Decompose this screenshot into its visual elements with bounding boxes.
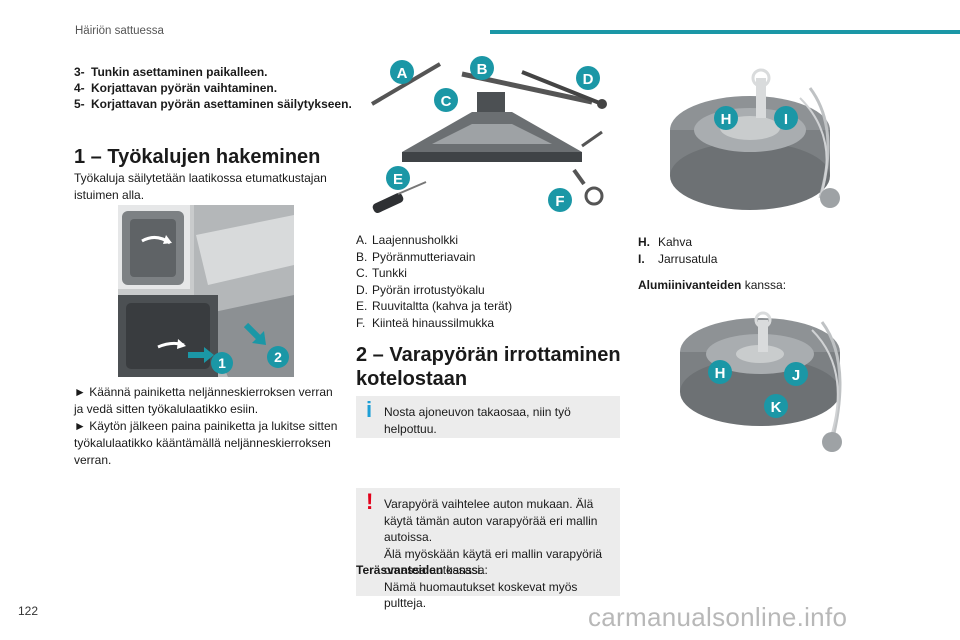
svg-text:H: H [715,365,726,382]
section2-title: 2 – Varapyörän irrottaminen kotelostaan [356,344,621,390]
figure-label-c: C [434,88,458,112]
list-item: C.Tunkki [356,266,407,280]
step-item: 3- Tunkin asettaminen paikalleen. [74,64,354,80]
list-item: E.Ruuvitaltta (kahva ja terät) [356,299,513,313]
list-item: D.Pyörän irrotustyökalu [356,282,485,297]
figure-label-f: F [548,188,572,212]
svg-text:K: K [771,399,782,416]
svg-text:B: B [477,61,488,78]
section1-title: 1 – Työkalujen hakeminen [74,146,321,168]
figure-label-j: J [784,362,808,386]
figure-label-k: K [764,394,788,418]
step-text: Korjattavan pyörän asettaminen säilytyks… [91,97,352,111]
list-item: A.Laajennusholkki [356,233,459,247]
section1-intro: Työkaluja säilytetään laatikossa etumatk… [74,171,327,202]
step-text: Korjattavan pyörän vaihtaminen. [91,81,278,95]
svg-text:C: C [441,93,452,110]
running-header: Häiriön sattuessa [75,25,164,37]
section1-instruction-2: ► Käytön jälkeen paina painiketta ja luk… [74,419,338,467]
figure-label-1: 1 [211,352,233,374]
list-item: H.Kahva [638,235,693,249]
wheel-parts-list: H.Kahva I.Jarrusatula [638,234,908,267]
svg-text:J: J [792,367,800,384]
warning-icon: ! [366,489,374,514]
spare-wheel-steel-figure: H I [670,68,840,210]
figure-label-h: H [714,106,738,130]
alloy-rims-label: Alumiinivanteiden kanssa: [638,278,787,292]
tools-figure: A B C D E F [370,56,607,213]
list-item: F.Kiinteä hinaussilmukka [356,315,495,330]
step-item: 5- Korjattavan pyörän asettaminen säilyty… [74,96,354,112]
step-item: 4- Korjattavan pyörän vaihtaminen. [74,80,354,96]
svg-text:I: I [784,111,788,128]
warning-box: ! Varapyörä vaihtelee auton mukaan. Älä … [356,488,620,610]
svg-text:E: E [393,171,403,188]
steel-rims-label: Teräsvanteiden kanssa: [356,563,488,577]
info-box: i Nosta ajoneuvon takaosaa, niin työ hel… [356,396,620,438]
step-number: 3- [74,65,85,79]
watermark: carmanualsonline.info [588,602,848,632]
svg-text:1: 1 [218,355,226,371]
steps-list: 3- Tunkin asettaminen paikalleen. 4- Korja… [74,64,354,112]
list-item: B.Pyöränmutteriavain [356,249,476,264]
page-number: 122 [18,604,39,618]
section1-instruction-1: ► Käännä painiketta neljänneskierroksen … [74,385,333,416]
svg-text:D: D [583,71,594,88]
step-number: 4- [74,81,85,95]
toolbox-figure: 1 2 [118,205,294,377]
tools-list: A.Laajennusholkki B.Pyöränmutteriavain C… [356,232,626,331]
svg-text:H: H [721,111,732,128]
figure-label-d: D [576,66,600,90]
svg-text:A: A [397,65,408,82]
info-icon: i [366,397,373,422]
figure-label-h: H [708,360,732,384]
figure-label-a: A [390,60,414,84]
figure-label-e: E [386,166,410,190]
header-accent-bar [490,30,960,34]
figure-label-2: 2 [267,346,289,368]
figure-label-i: I [774,106,798,130]
spare-wheel-alloy-figure: H J K [680,311,842,452]
step-number: 5- [74,97,85,111]
step-text: Tunkin asettaminen paikalleen. [91,65,268,79]
svg-text:2: 2 [274,349,282,365]
list-item: I.Jarrusatula [638,251,718,266]
figure-label-b: B [470,56,494,80]
svg-text:F: F [555,193,564,210]
